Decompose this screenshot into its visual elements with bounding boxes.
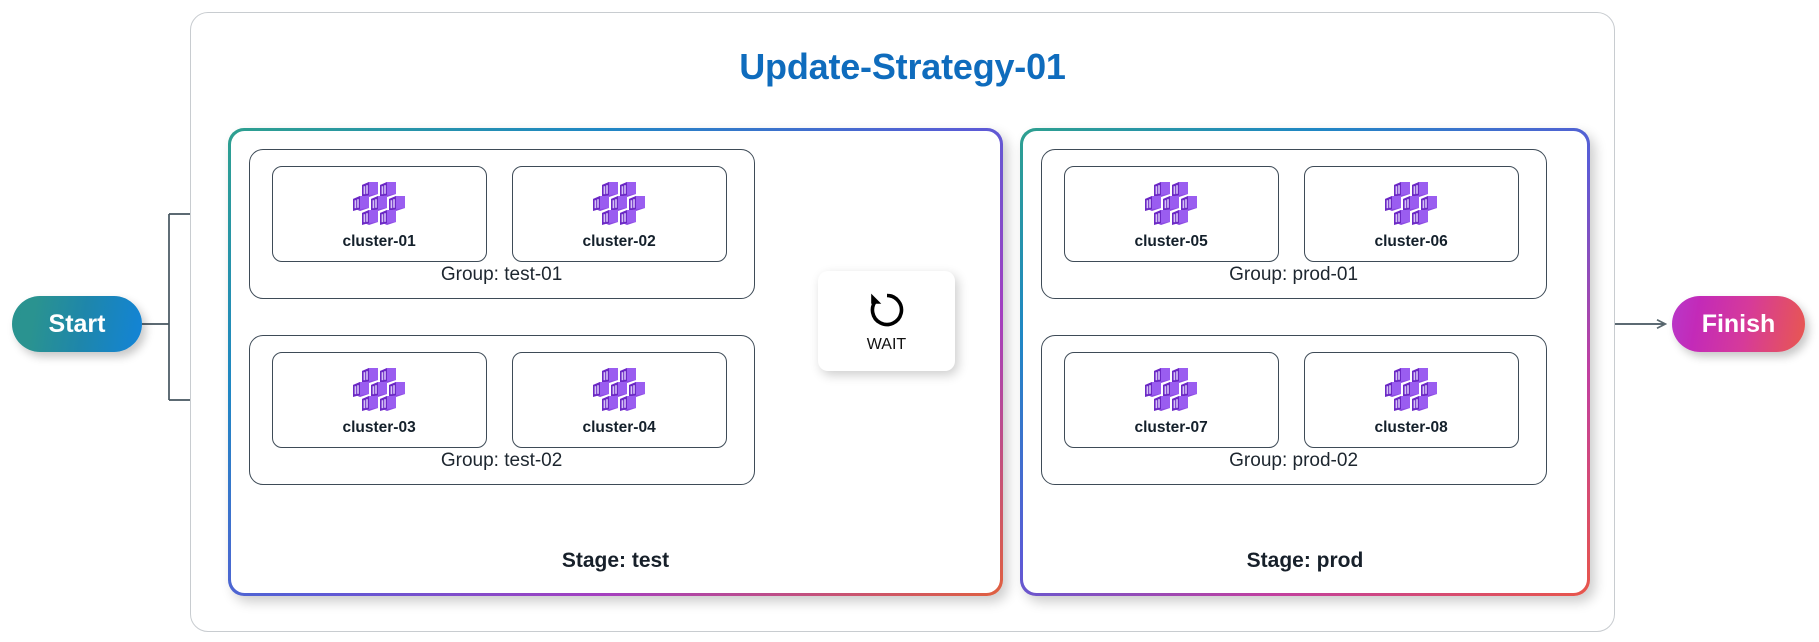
cluster-card-cluster-01[interactable]: cluster-01 [271,165,487,262]
cluster-label: cluster-05 [1134,232,1208,250]
stage-prod-inner: cluster-05 cluster [1022,130,1588,594]
cluster-label: cluster-07 [1134,418,1208,436]
group-label: Group: test-02 [440,449,563,471]
start-label: Start [48,309,106,338]
cluster-card-cluster-03[interactable]: cluster-03 [271,351,487,448]
group-test-02[interactable]: cluster-03 cluster [248,334,755,485]
stage-test-inner: cluster-01 cluster [230,130,1001,594]
finish-label: Finish [1701,309,1776,338]
wait-label: WAIT [866,336,907,353]
group-test-01[interactable]: cluster-01 cluster [248,148,755,299]
cluster-cubes-icon [1385,367,1438,411]
cluster-card-cluster-04[interactable]: cluster-04 [511,351,727,448]
group-prod-02[interactable]: cluster-07 cluster [1040,334,1547,485]
start-node[interactable]: Start [12,296,142,352]
cluster-cubes-icon [1385,181,1438,225]
stage-prod[interactable]: cluster-05 cluster [1020,128,1590,596]
cluster-card-cluster-06[interactable]: cluster-06 [1303,165,1519,262]
cluster-cubes-icon [353,367,406,411]
cluster-card-cluster-05[interactable]: cluster-05 [1063,165,1279,262]
cluster-card-cluster-08[interactable]: cluster-08 [1303,351,1519,448]
rotate-counterclockwise-icon [870,293,903,327]
wait-node[interactable]: WAIT [818,271,955,371]
cluster-cubes-icon [353,181,406,225]
group-label: Group: test-01 [440,263,563,285]
cluster-label: cluster-06 [1374,232,1448,250]
cluster-label: cluster-01 [342,232,416,250]
cluster-cubes-icon [593,367,646,411]
group-label: Group: prod-02 [1229,449,1359,471]
stage-label: Stage: prod [1246,549,1364,573]
cluster-card-cluster-02[interactable]: cluster-02 [511,165,727,262]
cluster-card-cluster-07[interactable]: cluster-07 [1063,351,1279,448]
finish-node[interactable]: Finish [1672,296,1805,352]
cluster-cubes-icon [593,181,646,225]
cluster-label: cluster-04 [582,418,656,436]
page-title: Update-Strategy-01 [739,46,1066,87]
stage-label: Stage: test [561,549,670,573]
group-prod-01[interactable]: cluster-05 cluster [1040,148,1547,299]
cluster-label: cluster-08 [1374,418,1448,436]
cluster-cubes-icon [1145,367,1198,411]
stage-test[interactable]: cluster-01 cluster [228,128,1003,596]
cluster-label: cluster-03 [342,418,416,436]
cluster-cubes-icon [1145,181,1198,225]
cluster-label: cluster-02 [582,232,656,250]
group-label: Group: prod-01 [1229,263,1359,285]
